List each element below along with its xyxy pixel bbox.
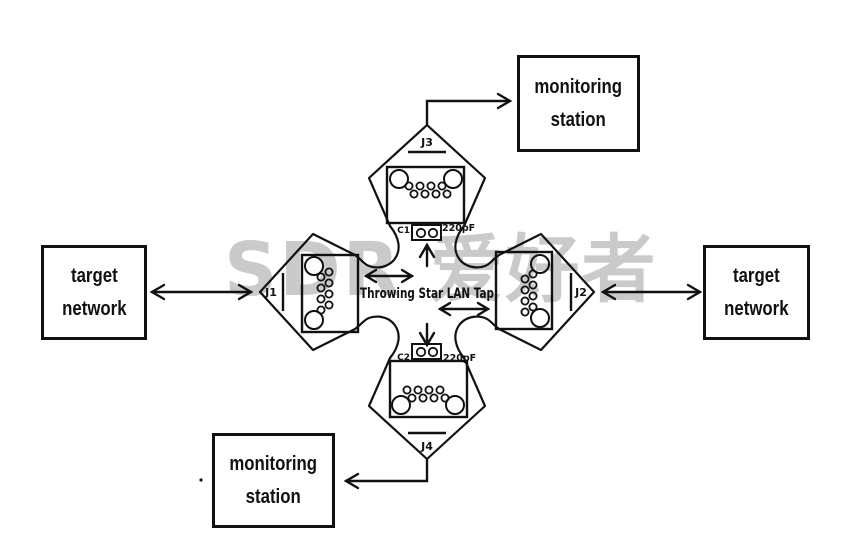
- target-right-line1: target: [733, 264, 780, 287]
- target-left-line2: network: [61, 297, 127, 320]
- connector-j3-detail: [385, 165, 466, 225]
- target-network-box-left: target network: [41, 245, 147, 340]
- monitoring-top-line2: station: [550, 108, 607, 131]
- connector-j4-detail: [388, 359, 469, 419]
- capacitor-c1: C1 220pF: [397, 223, 475, 241]
- target-network-box-right: target network: [703, 245, 810, 340]
- label-c1-value: 220pF: [442, 223, 475, 234]
- label-c2: C2: [397, 353, 410, 363]
- label-j4: J4: [420, 440, 433, 453]
- arrow-top-monitoring: [425, 92, 513, 126]
- label-j2: J2: [574, 286, 587, 299]
- arrow-right-target: [600, 283, 703, 301]
- label-c1: C1: [397, 226, 410, 236]
- watermark-text: SDR 爱好者: [224, 227, 658, 313]
- pcb-title: Throwing Star LAN Tap: [360, 286, 494, 302]
- monitoring-bottom-line2: station: [245, 485, 302, 508]
- capacitor-c2: C2 220pF: [397, 343, 476, 364]
- arrow-to-c2: [418, 322, 436, 348]
- label-j1: J1: [264, 286, 277, 299]
- target-left-line1: target: [70, 264, 118, 287]
- monitoring-station-box-bottom: monitoring station: [212, 433, 335, 528]
- arrow-center-upper: [363, 268, 415, 284]
- arrow-bottom-monitoring: [343, 458, 429, 490]
- target-right-line2: network: [724, 297, 789, 320]
- connector-j1-detail: [300, 253, 360, 334]
- monitoring-top-line1: monitoring: [534, 75, 623, 98]
- label-c2-value: 220pF: [443, 353, 476, 364]
- arrow-left-target: [149, 283, 254, 301]
- monitoring-station-box-top: monitoring station: [517, 55, 640, 152]
- connector-label-lines: [281, 150, 573, 435]
- monitoring-bottom-line1: monitoring: [229, 452, 318, 475]
- stray-dot: [199, 478, 203, 482]
- label-j3: J3: [420, 136, 433, 149]
- arrow-to-c1: [418, 242, 436, 268]
- connector-j2-detail: [494, 250, 554, 331]
- arrow-center-lower: [437, 301, 491, 317]
